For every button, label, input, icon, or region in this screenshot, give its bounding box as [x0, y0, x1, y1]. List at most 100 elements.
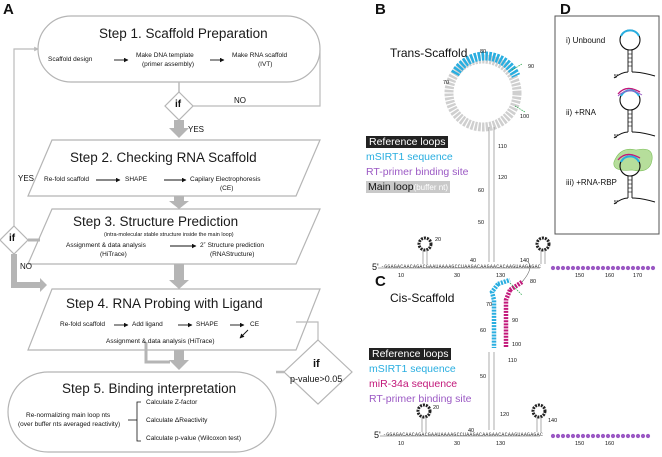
cis-rt-primer-dots	[550, 433, 651, 439]
step5-left: Re-normalizing main loop nts	[26, 412, 111, 419]
trans-rt-primer-dots	[550, 265, 656, 271]
state-prime: 5'	[614, 200, 619, 206]
cis-tick: 10	[398, 441, 405, 447]
decision3-diamond	[283, 339, 353, 405]
rt-primer-nt	[625, 265, 631, 271]
cis-tick: 140	[548, 418, 558, 424]
cis-legend-reference-text: Reference loops	[369, 348, 452, 360]
cis-legend-rt: RT-primer binding site	[369, 393, 472, 405]
step5-right: Calculate Z-factor	[146, 399, 198, 406]
trans-stem	[488, 127, 495, 262]
step3-item: (RNAStructure)	[210, 251, 255, 258]
cis-legend-sirt1: mSIRT1 sequence	[369, 363, 456, 375]
rt-primer-nt	[600, 433, 606, 439]
step1-item: Make DNA template	[136, 52, 194, 59]
cis-title: Cis-Scaffold	[390, 291, 455, 305]
cis-loop-tick: 80	[530, 279, 537, 285]
step1-item: (IVT)	[258, 61, 273, 68]
trans-reference-loop-left	[417, 236, 433, 264]
rt-primer-nt	[590, 433, 596, 439]
step4-title-text: Step 4. RNA Probing with Ligand	[66, 296, 263, 311]
step4-item: Add ligand	[132, 321, 163, 328]
rt-primer-nt	[620, 265, 626, 271]
rt-primer-nt	[650, 265, 656, 271]
decision2-label: if	[9, 233, 16, 244]
trans-main-loop	[444, 51, 522, 132]
state-unbound-label: i) Unbound	[566, 36, 606, 45]
rt-primer-nt	[610, 265, 616, 271]
step2-item: SHAPE	[125, 176, 148, 183]
step1-title: Step 1. Scaffold Preparation	[99, 26, 268, 41]
step3-item: Assignment & data analysis	[66, 242, 146, 249]
rt-primer-nt	[560, 265, 566, 271]
cis-legend-reference: Reference loops	[369, 348, 452, 360]
trans-loop-tick: 60	[478, 188, 485, 194]
cis-tick: 160	[605, 441, 615, 447]
step2-item: Capilary Electrophoresis	[190, 176, 261, 183]
rt-primer-nt	[630, 433, 636, 439]
decision3-label: if	[313, 358, 320, 370]
trans-legend-main-loop-text: Main loop	[368, 181, 414, 193]
trans-loop-tick: 70	[443, 80, 450, 86]
rt-primer-nt	[560, 433, 566, 439]
trans-tick: 30	[454, 273, 461, 279]
step4-item: CE	[250, 321, 260, 328]
trans-legend-reference: Reference loops	[366, 136, 449, 148]
panel-b-label: B	[375, 1, 386, 18]
rt-primer-nt	[640, 433, 646, 439]
rt-primer-nt	[630, 265, 636, 271]
step1-item: Scaffold design	[48, 56, 93, 63]
trans-legend-reference-text: Reference loops	[366, 136, 449, 148]
trans-loop-tick: 50	[478, 220, 485, 226]
cis-reference-loop-left	[416, 403, 432, 432]
panel-a-label: A	[3, 1, 14, 18]
cis-legend-mir34a: miR-34a sequence	[369, 378, 458, 390]
rt-primer-nt	[640, 265, 646, 271]
state-rna-rbp-diagram	[613, 148, 656, 205]
cis-5prime: 5'	[374, 430, 381, 440]
step2-title: Step 2. Checking RNA Scaffold	[70, 150, 257, 165]
rt-primer-nt	[580, 433, 586, 439]
rt-primer-nt	[575, 433, 581, 439]
cis-tick: 130	[496, 441, 506, 447]
trans-sequence: -GGAGACAACAGACGAAUAAAAGCCUAAGACAAGAACACA…	[381, 264, 542, 270]
decision1-label: if	[175, 99, 182, 110]
rt-primer-nt	[615, 265, 621, 271]
cis-tick: 150	[575, 441, 585, 447]
rt-primer-nt	[565, 265, 571, 271]
cis-hairpin	[489, 261, 531, 348]
step3-item: (HiTrace)	[100, 251, 127, 258]
trans-legend-rt: RT-primer binding site	[366, 166, 469, 178]
rt-primer-nt	[585, 433, 591, 439]
trans-tick: 130	[496, 273, 506, 279]
step3-subtitle: (intra-molecular stable structure inside…	[104, 232, 234, 238]
rt-primer-nt	[570, 433, 576, 439]
state-rna-diagram	[613, 87, 656, 139]
trans-legend-main-loop: Main loop(buffer nt)	[366, 181, 451, 193]
cis-tick: 30	[454, 441, 461, 447]
state-rbp-label: iii) +RNA-RBP	[566, 178, 617, 187]
rt-primer-nt	[625, 433, 631, 439]
step2-item: Re-fold scaffold	[44, 176, 90, 183]
step4-item: Assignment & data analysis (HiTrace)	[106, 338, 215, 345]
trans-loop-tick: 90	[528, 64, 535, 70]
rt-primer-nt	[605, 265, 611, 271]
cis-stem	[488, 352, 495, 430]
step4-box	[27, 288, 321, 351]
trans-legend-buffer: (buffer nt)	[413, 183, 449, 192]
rt-primer-nt	[610, 433, 616, 439]
rt-primer-nt	[605, 433, 611, 439]
rt-primer-nt	[635, 265, 641, 271]
trans-loop-tick: 80	[480, 49, 487, 55]
rt-primer-nt	[580, 265, 586, 271]
trans-reference-loop-right	[535, 236, 551, 264]
rt-primer-nt	[620, 433, 626, 439]
rt-primer-nt	[570, 265, 576, 271]
panel-c-label: C	[375, 273, 386, 290]
trans-tick: 160	[605, 273, 615, 279]
trans-loop-tick: 100	[520, 114, 530, 120]
rt-primer-nt	[585, 265, 591, 271]
rt-primer-nt	[645, 433, 651, 439]
step5-right: Calculate p-value (Wilcoxon test)	[146, 435, 242, 442]
